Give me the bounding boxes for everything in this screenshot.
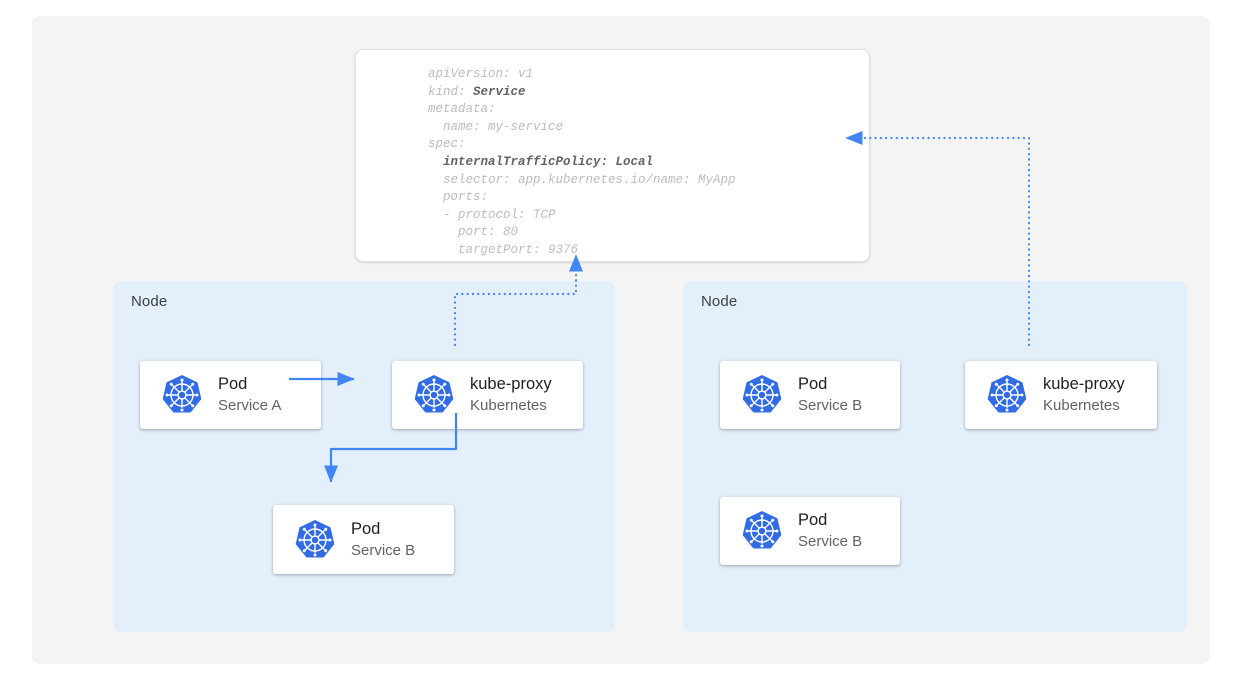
card-text-block: Pod Service B: [351, 519, 415, 561]
kubernetes-icon: [742, 510, 782, 549]
yaml-line-selector: selector: app.kubernetes.io/name: MyApp: [428, 172, 736, 187]
diagram-panel: apiVersion: v1 kind: Service metadata: n…: [32, 16, 1210, 664]
yaml-line-spec: spec:: [428, 137, 466, 152]
card-subtitle: Service A: [218, 397, 282, 414]
card-text-block: kube-proxy Kubernetes: [470, 374, 552, 416]
node-label-left: Node: [131, 293, 168, 310]
card-subtitle: Service B: [798, 533, 863, 550]
card-title: Pod: [798, 375, 828, 393]
yaml-line-targetport: targetPort: 9376: [428, 242, 579, 257]
kubernetes-icon: [295, 519, 335, 558]
service-manifest-code: apiVersion: v1 kind: Service metadata: n…: [428, 66, 736, 260]
node-label-right: Node: [701, 293, 738, 310]
yaml-line-ports: ports:: [428, 190, 489, 205]
card-pod-service-a[interactable]: Pod Service A: [140, 361, 321, 429]
yaml-line-protocol: - protocol: TCP: [428, 207, 556, 222]
card-pod-service-b-left[interactable]: Pod Service B: [273, 505, 454, 574]
card-text-block: Pod Service A: [218, 374, 281, 416]
card-title: Pod: [351, 519, 381, 538]
node-container-left: Node: [113, 281, 615, 632]
yaml-line-apiversion: apiVersion: v1: [428, 67, 534, 81]
yaml-line-port: port: 80: [428, 225, 519, 240]
card-kube-proxy-left[interactable]: kube-proxy Kubernetes: [392, 361, 583, 429]
card-pod-service-b-right-top[interactable]: Pod Service B: [720, 361, 900, 429]
card-text-block: kube-proxy Kubernetes: [1043, 374, 1125, 416]
yaml-line-name: name: my-service: [428, 119, 564, 134]
card-subtitle: Service B: [351, 541, 416, 559]
kubernetes-icon: [414, 374, 454, 413]
card-pod-service-b-right-bottom[interactable]: Pod Service B: [720, 497, 900, 565]
card-title: Pod: [798, 511, 828, 529]
yaml-line-internaltrafficpolicy: internalTrafficPolicy: Local: [428, 154, 654, 169]
kubernetes-icon: [987, 374, 1027, 413]
node-container-right: Node: [683, 281, 1187, 632]
card-kube-proxy-right[interactable]: kube-proxy Kubernetes: [965, 361, 1157, 429]
card-text-block: Pod Service B: [798, 374, 862, 416]
service-manifest-card: apiVersion: v1 kind: Service metadata: n…: [355, 49, 870, 262]
card-text-block: Pod Service B: [798, 510, 862, 552]
yaml-line-metadata: metadata:: [428, 102, 496, 117]
card-subtitle: Kubernetes: [470, 397, 547, 414]
card-subtitle: Service B: [798, 397, 863, 414]
kubernetes-icon: [742, 374, 782, 413]
kubernetes-icon: [162, 374, 202, 413]
yaml-line-kind: kind: Service: [428, 84, 526, 99]
card-title: kube-proxy: [1043, 375, 1125, 393]
card-title: Pod: [218, 375, 248, 393]
card-title: kube-proxy: [470, 375, 552, 393]
card-subtitle: Kubernetes: [1043, 397, 1120, 414]
